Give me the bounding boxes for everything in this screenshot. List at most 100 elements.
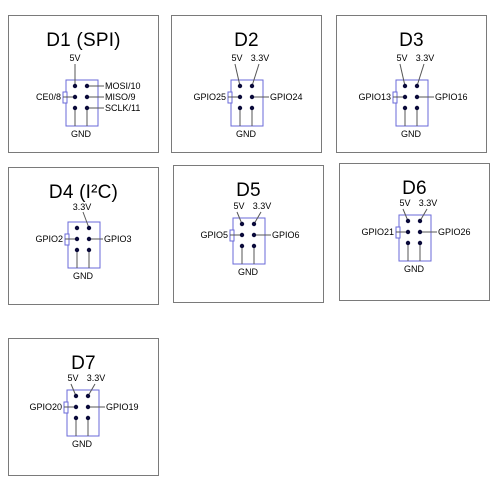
pin xyxy=(85,393,91,399)
pin-header-body xyxy=(395,79,429,127)
pin xyxy=(73,415,79,421)
pin xyxy=(239,232,245,238)
pin xyxy=(239,243,245,249)
label-gnd: GND xyxy=(73,271,94,281)
label-right-mid: MISO/9 xyxy=(105,92,136,102)
pin xyxy=(402,105,408,111)
wire-3v3 xyxy=(82,211,90,229)
pin-header-diagram: 5V 3.3V GPIO13 GPIO16 GND xyxy=(358,53,468,139)
label-left: GPIO5 xyxy=(200,230,228,240)
label-left: GPIO13 xyxy=(358,92,391,102)
pin xyxy=(417,218,423,224)
pin xyxy=(72,83,78,89)
label-right-mid: GPIO3 xyxy=(104,234,132,244)
label-top-left: 5V xyxy=(396,53,407,63)
label-gnd: GND xyxy=(404,264,425,274)
pin xyxy=(414,94,420,100)
pin-header-diagram: 5V 3.3V GPIO25 GPIO24 GND xyxy=(193,53,303,139)
pin xyxy=(251,232,257,238)
label-top-right: 3.3V xyxy=(251,53,270,63)
label-right-mid: GPIO19 xyxy=(106,402,139,412)
label-left: GPIO25 xyxy=(193,92,226,102)
pin-header-diagram: 5V 3.3V GPIO20 GPIO19 GND xyxy=(29,373,139,449)
label-right-mid: GPIO26 xyxy=(438,227,471,237)
label-top-right: 3.3V xyxy=(419,198,438,208)
pin xyxy=(84,83,90,89)
connector-title: D3 xyxy=(399,30,424,51)
pin-header-body xyxy=(67,221,101,269)
pin xyxy=(73,393,79,399)
connector-title: D6 xyxy=(402,178,427,199)
pin-header-body xyxy=(230,79,264,127)
label-gnd: GND xyxy=(236,129,257,139)
label-left: CE0/8 xyxy=(36,92,61,102)
pin xyxy=(237,105,243,111)
label-top-left: 5V xyxy=(233,201,244,211)
pin xyxy=(86,247,92,253)
label-right-top: MOSI/10 xyxy=(105,81,141,91)
label-top-left: 5V xyxy=(69,53,80,63)
label-top-right: 3.3V xyxy=(87,373,106,383)
pin xyxy=(237,83,243,89)
connector-panel-d4: D4 (I²C) 3.3V GPIO2 GPIO3 GND xyxy=(8,167,159,305)
pin xyxy=(405,240,411,246)
connector-panel-d6: D6 5V 3.3V GPIO21 GPIO26 GND xyxy=(339,163,490,301)
label-left: GPIO21 xyxy=(361,227,394,237)
pin-header-diagram: 3.3V GPIO2 GPIO3 GND xyxy=(35,202,132,281)
wire-3v3 xyxy=(251,63,260,87)
label-right-mid: GPIO16 xyxy=(435,92,468,102)
wire-3v3 xyxy=(416,63,425,87)
label-gnd: GND xyxy=(238,267,259,277)
connector-panel-d1: D1 (SPI) 5V CE0/8 MOSI/10 MISO/9 SCLK/11… xyxy=(8,15,159,153)
label-right-bot: SCLK/11 xyxy=(105,103,140,113)
pin-header-body xyxy=(398,214,432,262)
connector-title: D2 xyxy=(234,30,259,51)
label-left: GPIO2 xyxy=(35,234,63,244)
pin xyxy=(414,83,420,89)
pin xyxy=(86,236,92,242)
connector-title: D1 (SPI) xyxy=(46,30,121,51)
pin xyxy=(74,236,80,242)
connector-panel-d3: D3 5V 3.3V GPIO13 GPIO16 GND xyxy=(336,15,487,153)
pin xyxy=(84,94,90,100)
label-gnd: GND xyxy=(72,439,93,449)
pin-header-diagram: 5V CE0/8 MOSI/10 MISO/9 SCLK/11 GND xyxy=(36,53,141,139)
pin-header-diagram: 5V 3.3V GPIO21 GPIO26 GND xyxy=(361,198,471,274)
label-top-right: 3.3V xyxy=(73,202,92,212)
wire-5v xyxy=(399,63,406,87)
pin xyxy=(251,221,257,227)
label-top-right: 3.3V xyxy=(416,53,435,63)
wire-3v3 xyxy=(419,208,428,222)
connector-title: D4 (I²C) xyxy=(48,182,119,203)
wire-5v xyxy=(234,63,241,87)
label-right-mid: GPIO6 xyxy=(272,230,300,240)
pin xyxy=(72,105,78,111)
pin xyxy=(417,240,423,246)
label-top-right: 3.3V xyxy=(253,201,272,211)
pin xyxy=(249,94,255,100)
pin xyxy=(414,105,420,111)
connector-panel-d5: D5 5V 3.3V GPIO5 GPIO6 GND xyxy=(173,165,324,303)
label-gnd: GND xyxy=(71,129,92,139)
label-left: GPIO20 xyxy=(29,402,62,412)
wire-3v3 xyxy=(253,211,262,225)
pin xyxy=(405,218,411,224)
label-right-mid: GPIO24 xyxy=(270,92,303,102)
pin xyxy=(402,94,408,100)
pin-header-body xyxy=(232,217,266,265)
pin xyxy=(402,83,408,89)
connector-title: D7 xyxy=(71,353,96,374)
pin xyxy=(85,415,91,421)
pin xyxy=(84,105,90,111)
label-top-left: 5V xyxy=(231,53,242,63)
pin xyxy=(405,229,411,235)
label-top-left: 5V xyxy=(399,198,410,208)
label-top-left: 5V xyxy=(67,373,78,383)
pin xyxy=(237,94,243,100)
pin-header-diagram: 5V 3.3V GPIO5 GPIO6 GND xyxy=(200,201,300,277)
pin xyxy=(85,404,91,410)
pin xyxy=(73,404,79,410)
pin xyxy=(251,243,257,249)
label-gnd: GND xyxy=(401,129,422,139)
connector-panel-d2: D2 5V 3.3V GPIO25 GPIO24 GND xyxy=(171,15,322,153)
